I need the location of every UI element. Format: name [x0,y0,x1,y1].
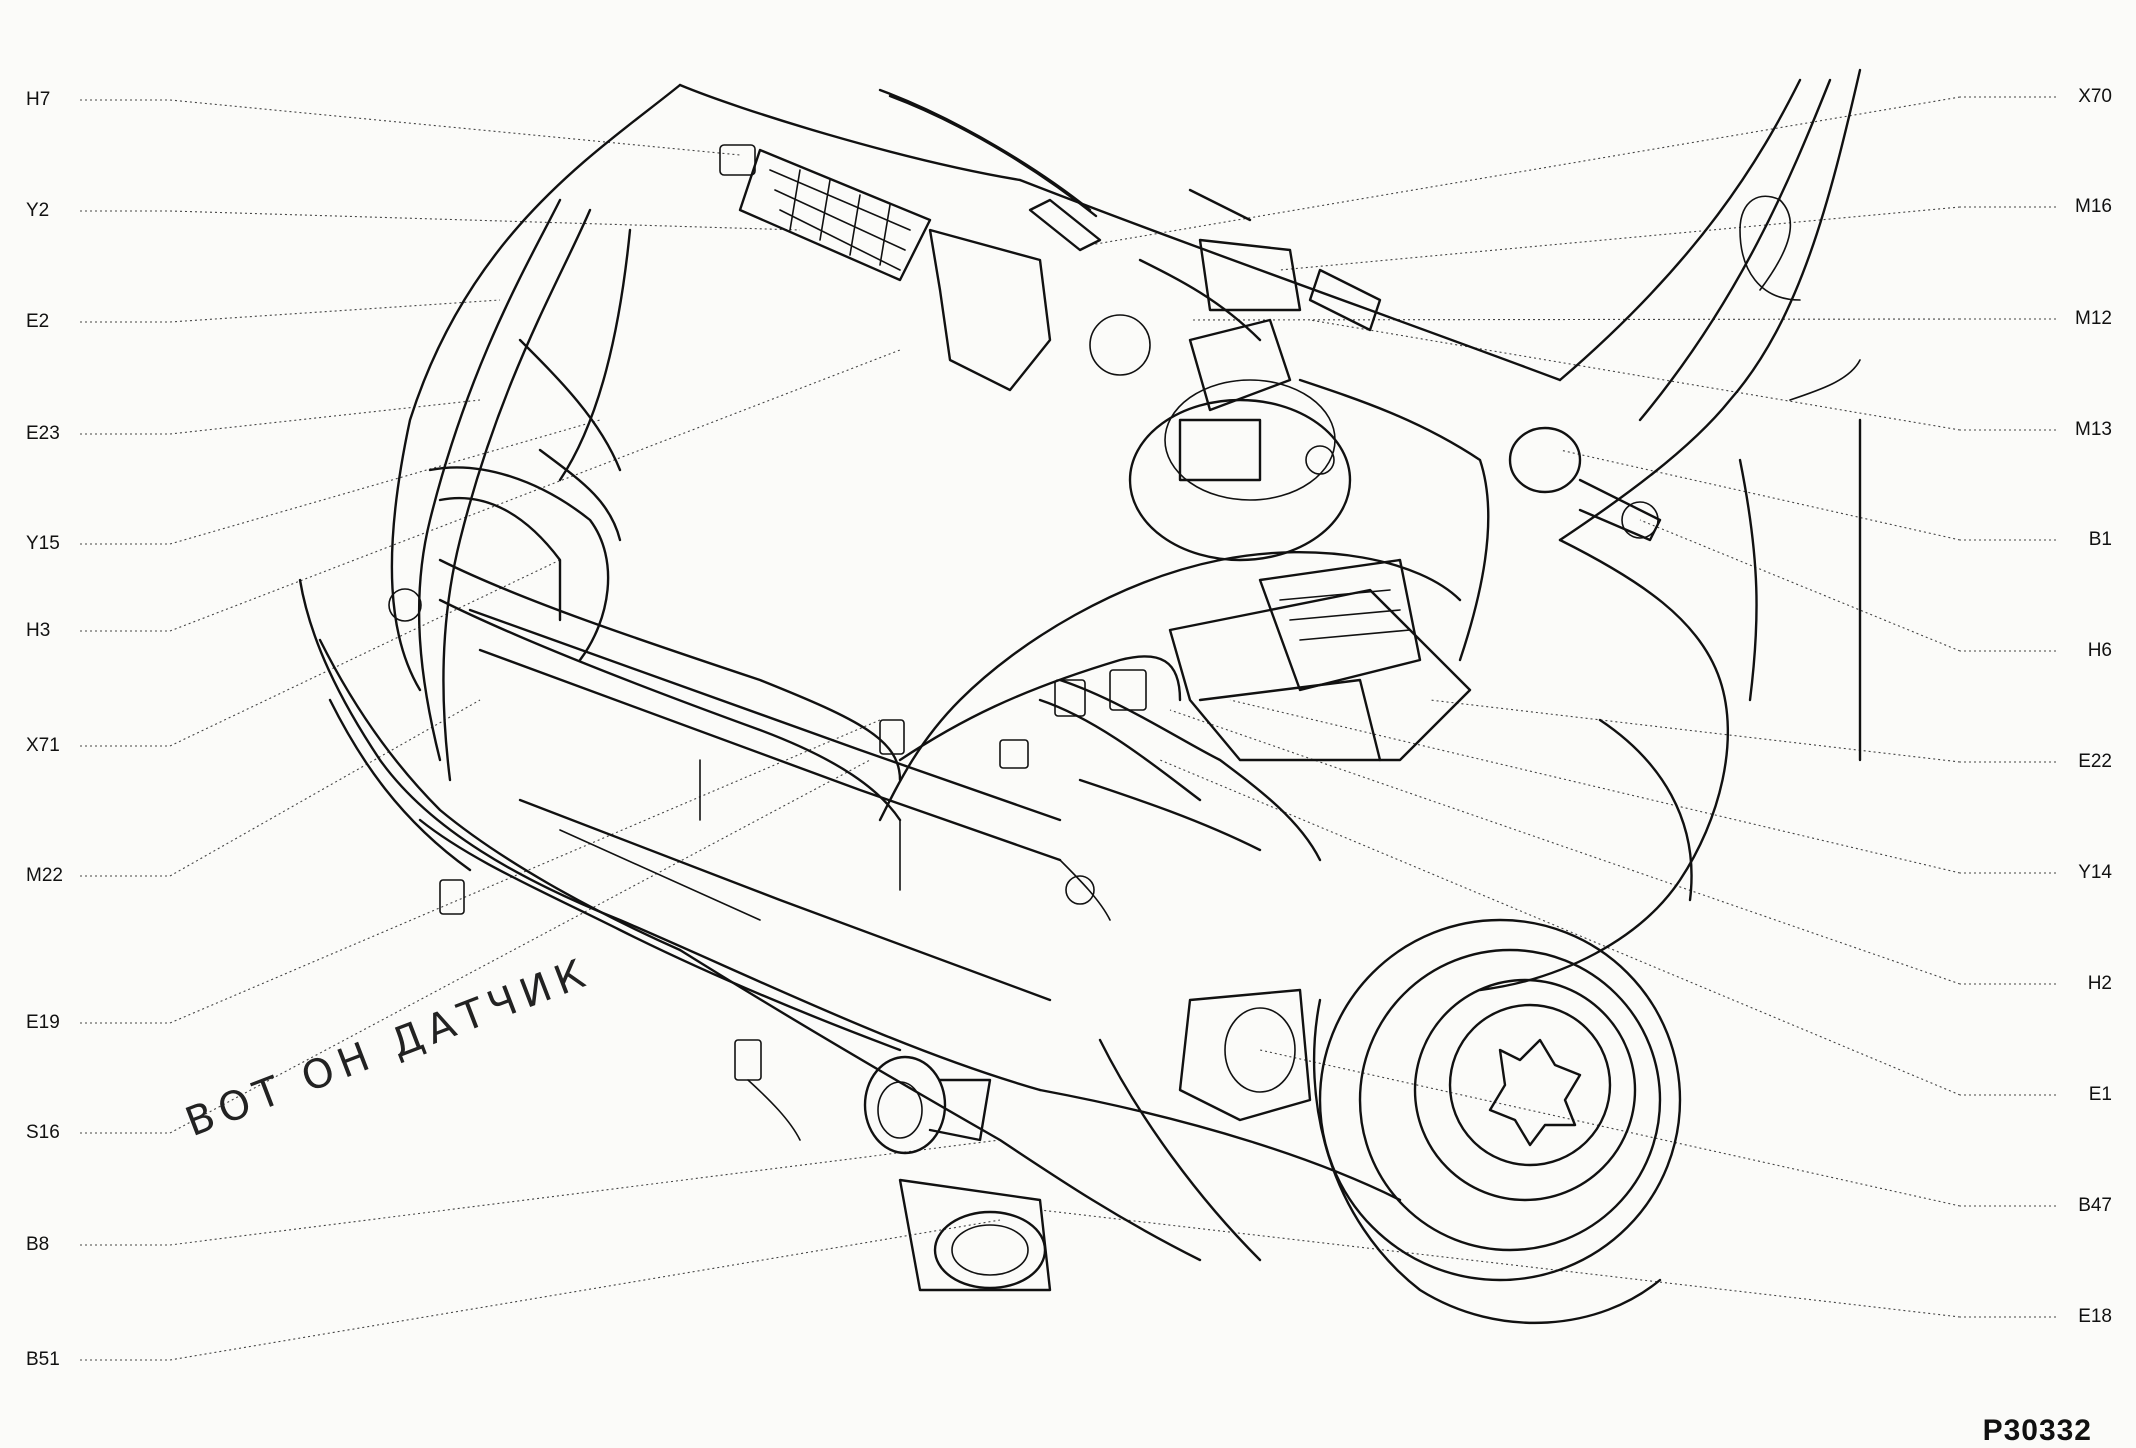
label-left: Y15 [26,533,60,554]
label-left: E23 [26,423,60,444]
leader-line [1559,449,1961,541]
leader-line [1039,1209,1961,1318]
label-left: X71 [26,735,60,756]
label-left: E2 [26,311,50,332]
leader-line [1169,709,1961,985]
label-right: M16 [2075,196,2112,217]
label-right: M13 [2075,419,2112,440]
leader-line [1429,699,1961,763]
label-left: M22 [26,865,63,886]
label-left: H7 [26,89,51,110]
diagram-code: P30332 [1982,1414,2092,1447]
leader-line [1189,318,1961,321]
leader-line [169,419,601,545]
leader-line [1639,519,1961,652]
label-left: E19 [26,1012,60,1033]
leader-line [169,399,481,435]
label-right: E22 [2078,751,2112,772]
label-right: H2 [2087,973,2112,994]
leader-line [169,210,801,231]
label-left: Y2 [26,200,50,221]
label-right: H6 [2087,640,2112,661]
label-right: E1 [2088,1084,2112,1105]
label-right: Y14 [2078,862,2112,883]
label-left: H3 [26,620,51,641]
leader-lines [80,96,2056,1361]
label-right: B47 [2078,1195,2112,1216]
leader-line [169,1219,1001,1361]
leader-line [1229,699,1961,874]
leader-line [169,299,501,323]
leader-line [1089,96,1961,246]
label-left: B8 [26,1234,50,1255]
leader-line [169,349,901,632]
label-right: E18 [2078,1306,2112,1327]
label-right: X70 [2078,86,2112,107]
leader-line [169,699,481,877]
leader-line [169,719,881,1024]
car-body [298,68,1862,1325]
label-right: M12 [2075,308,2112,329]
leader-line [169,99,741,156]
leader-line [169,559,561,747]
label-right: B1 [2088,529,2112,550]
label-left: S16 [26,1122,60,1143]
label-left: B51 [26,1349,60,1370]
leader-line [169,759,871,1134]
leader-line [169,1139,1001,1246]
leader-line [1279,206,1961,271]
leader-line [1309,319,1961,431]
